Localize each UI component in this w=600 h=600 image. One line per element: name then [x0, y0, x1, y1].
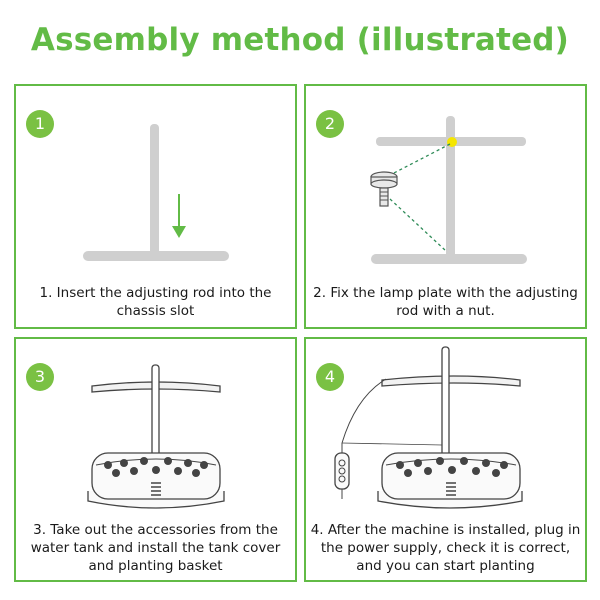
chassis-base	[83, 251, 229, 261]
step-4-caption: 4. After the machine is installed, plug …	[310, 522, 581, 574]
water-tank	[377, 452, 523, 509]
adjusting-rod	[151, 364, 160, 460]
step-3-badge: 3	[26, 363, 54, 391]
lamp-plate-illustration	[370, 116, 527, 264]
water-tank	[87, 452, 225, 509]
guide-line-top	[391, 143, 451, 175]
step-3-caption: 3. Take out the accessories from the wat…	[30, 522, 281, 574]
rod-insert-illustration	[83, 124, 229, 261]
down-arrow-icon	[172, 194, 186, 238]
power-switch-icon	[334, 443, 350, 499]
power-cable	[341, 378, 387, 444]
nut-icon	[370, 171, 398, 207]
lamp-plate	[381, 375, 521, 387]
step-1-panel: 1 1. Insert the adjusting rod into the c…	[14, 84, 297, 329]
step-1-badge: 1	[26, 110, 54, 138]
step-2-badge: 2	[316, 110, 344, 138]
adjusting-rod	[441, 346, 450, 460]
power-connection-illustration	[334, 346, 523, 509]
step-2-caption: 2. Fix the lamp plate with the adjusting…	[313, 285, 578, 319]
step-1-caption: 1. Insert the adjusting rod into the cha…	[39, 285, 272, 319]
step-2-panel: 2 2. Fix the lamp plate with the adjusti…	[304, 84, 587, 329]
adjusting-rod	[150, 124, 159, 258]
tank-assembly-illustration	[87, 364, 225, 509]
chassis-base	[371, 254, 527, 264]
page-title: Assembly method (illustrated)	[30, 22, 570, 58]
cable-link	[341, 442, 443, 446]
guide-line-bottom	[389, 198, 447, 252]
step-3-panel: 3 3. Take out the accessories from the w…	[14, 337, 297, 582]
step-4-badge: 4	[316, 363, 344, 391]
adjusting-rod	[446, 116, 455, 261]
step-4-panel: 4 4. Af	[304, 337, 587, 582]
